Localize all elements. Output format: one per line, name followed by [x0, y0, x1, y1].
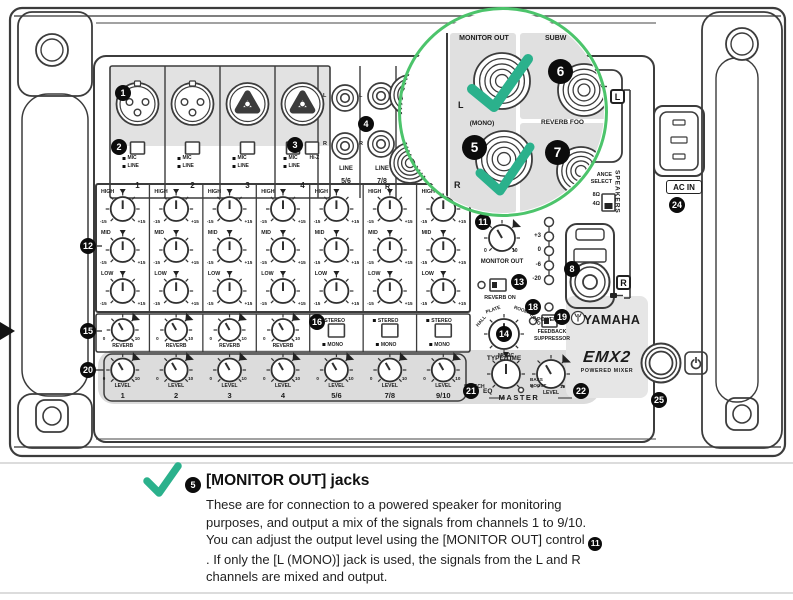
switch-icon — [541, 314, 558, 328]
switch-icon — [239, 141, 256, 155]
knob-icon — [159, 189, 194, 222]
description-text-2: . If only the [L (MONO)] jack is used, t… — [206, 551, 581, 585]
combo-jack-icon — [280, 82, 325, 126]
switch-icon — [381, 323, 399, 338]
knob-icon — [160, 312, 194, 342]
knob-icon — [212, 230, 247, 263]
switch-icon — [285, 141, 301, 155]
power-button-icon — [640, 342, 708, 384]
callout-monitor-out-jacks: 5 — [462, 135, 487, 160]
knob-icon — [265, 271, 300, 304]
knob-icon — [372, 189, 407, 222]
cable-icon — [610, 293, 623, 298]
description-body: These are for connection to a powered sp… — [206, 496, 604, 586]
knob-icon — [213, 352, 248, 383]
knob-icon — [426, 230, 461, 263]
switch-icon — [304, 141, 320, 155]
knob-icon — [372, 230, 407, 263]
magnifier-line-art — [446, 33, 604, 213]
knob-icon — [105, 230, 140, 263]
switch-icon — [489, 278, 507, 292]
description-heading: [MONITOR OUT] jacks — [206, 472, 370, 489]
inline-callout-11: 11 — [588, 536, 603, 551]
output-jack-icon — [557, 63, 604, 117]
switch-icon — [129, 141, 146, 155]
knob-icon — [105, 271, 140, 304]
knob-icon — [373, 352, 408, 383]
knob-icon — [105, 189, 140, 222]
phone-jack-icon — [367, 130, 395, 158]
knob-icon — [265, 230, 300, 263]
knob-icon — [484, 218, 522, 252]
phone-jack-icon — [331, 132, 359, 160]
knob-icon — [487, 352, 525, 389]
output-jack-icon — [556, 146, 604, 196]
check-icon — [475, 142, 535, 196]
ac-inlet-icon — [653, 105, 705, 177]
mag-l-label: L — [458, 100, 464, 110]
callout-desc: 5 — [185, 477, 201, 493]
knob-icon — [266, 352, 301, 383]
check-icon — [467, 54, 533, 112]
knob-icon — [319, 352, 355, 383]
knob-icon — [319, 230, 354, 263]
mag-reverb-foot-title: REVERB FOO — [541, 119, 584, 126]
knob-icon — [266, 312, 301, 342]
switch-icon — [184, 141, 201, 155]
knob-icon — [319, 189, 354, 222]
knob-icon — [484, 314, 524, 350]
yamaha-logo-icon — [570, 310, 586, 326]
knob-icon — [532, 354, 571, 389]
knob-icon — [372, 271, 407, 304]
xlr-jack-icon — [170, 80, 215, 126]
switch-icon — [434, 323, 453, 338]
knob-icon — [212, 189, 247, 222]
knob-icon — [106, 352, 141, 383]
knob-icon — [106, 312, 141, 342]
knob-icon — [426, 271, 461, 304]
check-icon — [143, 462, 182, 497]
xlr-jack-icon — [115, 80, 160, 126]
switch-icon — [327, 323, 346, 338]
description-text-1: These are for connection to a powered sp… — [206, 497, 589, 547]
knob-icon — [319, 271, 354, 304]
knob-icon — [212, 271, 247, 304]
output-jack-icon — [473, 52, 531, 110]
monitor-out-magnifier: MONITOR OUT L (MONO) 5 R SUBW 6 REVERB F… — [402, 11, 604, 213]
callout-subwoofer: 6 — [548, 59, 573, 84]
mag-r-label: R — [454, 180, 461, 190]
knob-icon — [213, 312, 247, 342]
knob-icon — [426, 352, 462, 383]
knob-icon — [159, 271, 194, 304]
page-arrow-icon — [0, 322, 15, 340]
mag-monitor-out-title: MONITOR OUT — [459, 35, 509, 42]
speakon-r-connector-icon — [565, 223, 615, 309]
phone-jack-icon — [331, 84, 359, 112]
mag-mono-label: (MONO) — [469, 120, 495, 127]
callout-reverb-foot: 7 — [545, 140, 570, 165]
phone-jack-icon — [367, 82, 395, 110]
knob-icon — [159, 230, 194, 263]
knob-icon — [159, 352, 194, 383]
combo-jack-icon — [225, 82, 270, 126]
mag-subwoofer-title: SUBW — [545, 35, 567, 42]
knob-icon — [265, 189, 300, 222]
